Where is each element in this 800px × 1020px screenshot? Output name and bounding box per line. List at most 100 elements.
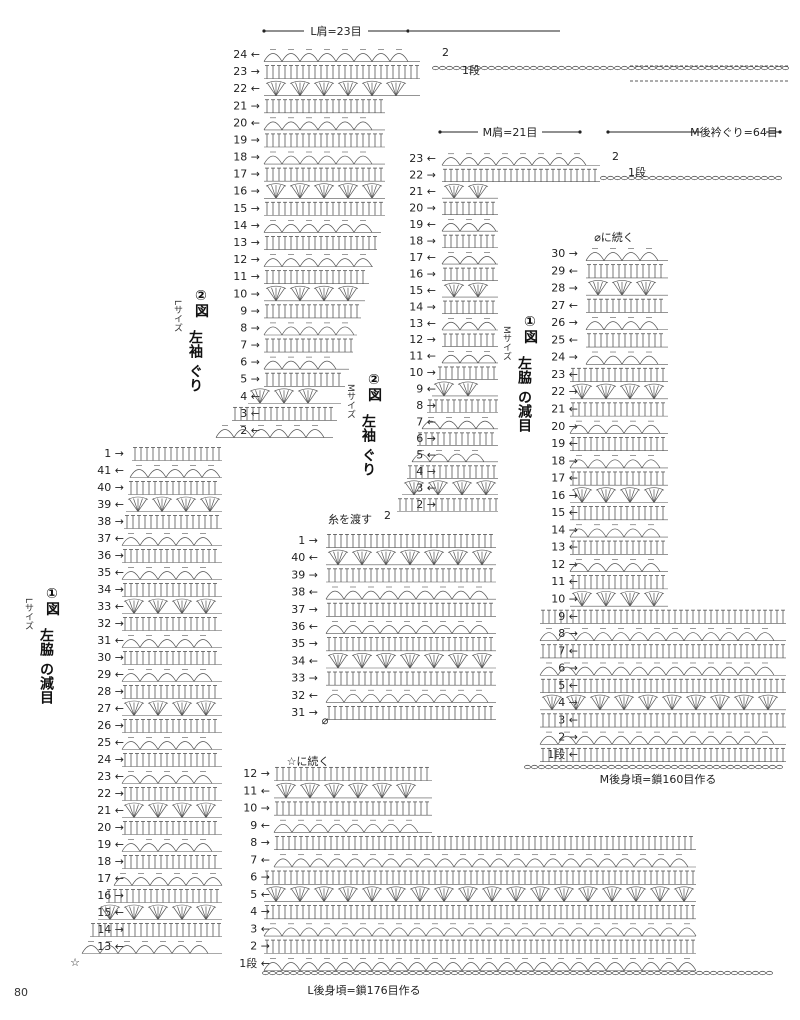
row-label-l-upper: 22 ← — [233, 82, 260, 95]
stitch-band — [326, 671, 496, 686]
stitch-band — [570, 487, 668, 503]
stitch-band — [417, 432, 498, 446]
row-label-l-left: 22 → — [97, 787, 124, 800]
dimension-label: M肩=21目 — [483, 125, 538, 139]
row-label-m-upper: 21 ← — [409, 185, 436, 198]
stitch-band — [540, 609, 786, 624]
row-label-l-bottom: 4 → — [250, 905, 270, 918]
dimension-label: L肩=23目 — [310, 24, 361, 38]
row-label-l-left: 16 → — [97, 889, 124, 902]
row-label-m-right: 26 → — [551, 316, 578, 329]
stitch-band — [122, 549, 222, 563]
start-phi: ⌀ — [322, 714, 329, 727]
row-label-m-right: 20 → — [551, 420, 578, 433]
row-label-m-middle: 37 → — [291, 603, 318, 616]
title-size: Lサイズ — [172, 300, 183, 332]
title-size: Mサイズ — [501, 326, 512, 361]
row-label-m-upper: 4 → — [416, 465, 436, 478]
stitch-band — [264, 372, 345, 387]
row-label-m-right: 15 ← — [551, 506, 578, 519]
stitch-band — [122, 685, 222, 699]
dimension-label: M後衿ぐり=64目 — [690, 125, 778, 139]
stitch-band — [402, 480, 498, 496]
row-label-l-left: 28 → — [97, 685, 124, 698]
title-number: ① — [524, 314, 536, 330]
stitch-band — [273, 819, 432, 833]
row-label-l-bottom: 6 → — [250, 871, 270, 884]
stitch-band — [121, 771, 222, 784]
row-label-l-bottom: 7 ← — [250, 853, 270, 866]
row-label-l-upper: 21 → — [233, 99, 260, 112]
stitch-band — [442, 300, 498, 314]
row-label-m-right: 19 ← — [551, 437, 578, 450]
stitch-band — [540, 694, 786, 711]
stitch-band — [122, 753, 222, 767]
stitch-band — [585, 317, 668, 331]
row-label-m-right: 18 → — [551, 454, 578, 467]
stitch-band — [421, 417, 498, 430]
row-label-m-upper: 8 → — [416, 399, 436, 412]
row-label-l-upper: 15 → — [233, 202, 260, 215]
row-label-l-bottom: 11 ← — [243, 784, 270, 797]
continue-phi-label: ⌀に続く — [594, 230, 634, 244]
row-label-m-right: 17 ← — [551, 472, 578, 485]
stitch-band — [569, 559, 668, 572]
stitch-band — [325, 586, 496, 600]
row-label-m-upper: 22 → — [409, 168, 436, 181]
row-label-m-right: 22 → — [551, 385, 578, 398]
row-label-m-right: 2 → — [558, 731, 578, 744]
label-bg — [702, 124, 766, 138]
row-label-l-upper: 14 → — [233, 219, 260, 232]
stitch-band — [215, 425, 333, 438]
stitch-band — [122, 787, 222, 801]
title-number: ① — [46, 586, 58, 602]
row-label-l-left: 23 ← — [97, 770, 124, 783]
row-label-l-left: 40 → — [97, 481, 124, 494]
stitch-band — [540, 678, 786, 693]
title-number: ② — [195, 288, 207, 304]
row-label-m-middle: 38 ← — [291, 586, 318, 599]
stitch-band — [326, 568, 496, 583]
stitch-band — [570, 540, 668, 555]
stitch-band — [273, 854, 696, 868]
row-label-l-bottom: 3 ← — [250, 922, 270, 935]
stitch-band — [264, 201, 385, 216]
stitch-band — [540, 713, 786, 728]
row-label-l-upper: 17 → — [233, 168, 260, 181]
dimension-mark — [778, 130, 782, 134]
row-label-m-right: 30 → — [551, 247, 578, 260]
page-number: 80 — [14, 986, 28, 999]
title-line1: 左袖 — [187, 329, 204, 359]
dimension-mark — [262, 29, 266, 33]
stitch-band — [264, 304, 361, 319]
row-label-m-upper: 17 ← — [409, 251, 436, 264]
stitch-band — [586, 264, 668, 279]
row-label-l-left: 24 → — [97, 753, 124, 766]
stitch-band — [442, 234, 498, 248]
stitch-band — [326, 653, 496, 669]
stitch-band — [441, 351, 498, 364]
stitch-band — [586, 280, 668, 296]
row-label-m-middle: 39 → — [291, 568, 318, 581]
stitch-band — [122, 802, 222, 818]
row-label-l-upper: 8 → — [240, 321, 260, 334]
stitch-band — [570, 575, 668, 590]
row-label-l-bottom: 9 ← — [250, 819, 270, 832]
thread-note: 糸を渡す — [328, 512, 372, 526]
stitch-band — [407, 465, 498, 479]
label-bg — [304, 23, 368, 37]
row-label-m-upper: 7 ← — [416, 416, 436, 429]
stitch-band — [585, 248, 668, 261]
stitch-band — [264, 870, 696, 885]
stitch-band — [263, 151, 385, 165]
row-label-m-right: 27 ← — [551, 299, 578, 312]
l-back-label: L後身頃=鎖176目作る — [307, 983, 420, 997]
stitch-band — [586, 333, 668, 348]
row-label-l-upper: 20 ← — [233, 116, 260, 129]
stitch-band — [262, 970, 773, 976]
row-label-l-upper: 4 ← — [240, 390, 260, 403]
stitch-band — [600, 175, 782, 181]
row-label-m-upper: 19 ← — [409, 218, 436, 231]
row-label-m-upper: 23 ← — [409, 152, 436, 165]
title-line1: 左脇 — [38, 627, 55, 657]
